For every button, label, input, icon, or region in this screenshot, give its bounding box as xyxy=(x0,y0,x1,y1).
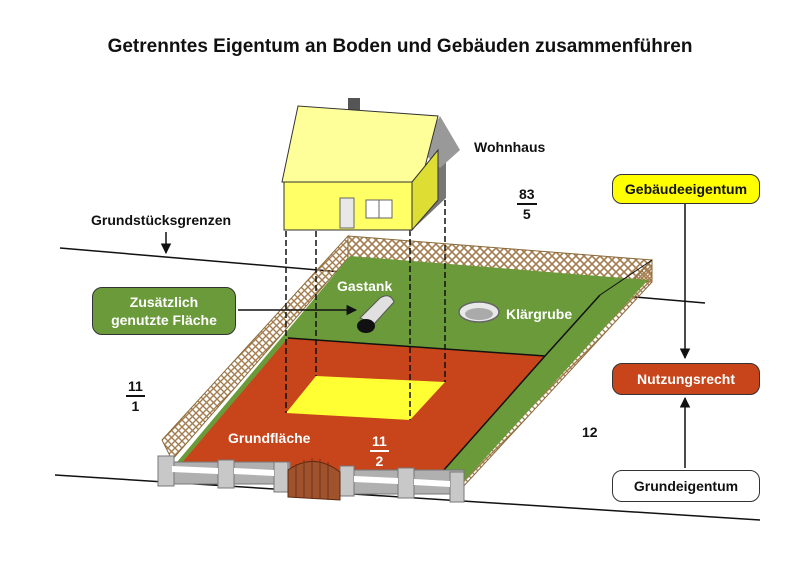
label-gastank: Gastank xyxy=(337,278,393,294)
fraction-83-5: 83 5 xyxy=(517,186,537,222)
box-nutzungsrecht: Nutzungsrecht xyxy=(612,363,760,395)
front-wall xyxy=(157,455,465,503)
fraction-11-2: 11 2 xyxy=(370,433,389,469)
box-gebaeudeeigentum: Gebäudeeigentum xyxy=(612,174,760,204)
label-wohnhaus: Wohnhaus xyxy=(474,139,546,155)
inner-line-3 xyxy=(434,355,546,481)
gastank-icon xyxy=(357,295,395,333)
label-twelve: 12 xyxy=(582,424,598,440)
klaergrube-icon xyxy=(458,301,500,323)
fraction-11-2-denominator: 2 xyxy=(375,453,384,469)
gate-slats xyxy=(295,458,329,500)
inner-line-1 xyxy=(287,337,546,357)
fraction-83-5-denominator: 5 xyxy=(522,206,531,222)
label-klaergrube: Klärgrube xyxy=(506,306,573,322)
inner-line-4 xyxy=(599,259,653,296)
label-grundstuecksgrenzen: Grundstücksgrenzen xyxy=(91,212,232,228)
fraction-11-1: 11 1 xyxy=(126,378,145,414)
box-zusaetzlich: Zusätzlich genutzte Fläche xyxy=(92,287,236,335)
page-title: Getrenntes Eigentum an Boden und Gebäude… xyxy=(107,36,693,57)
fraction-11-1-numerator: 11 xyxy=(126,378,145,397)
house-icon xyxy=(281,98,460,232)
inner-line-2 xyxy=(544,294,601,357)
fraction-11-2-numerator: 11 xyxy=(370,433,389,452)
fraction-11-1-denominator: 1 xyxy=(131,398,140,414)
fraction-83-5-numerator: 83 xyxy=(517,186,537,205)
box-zusaetzlich-line1: Zusätzlich xyxy=(129,294,199,310)
label-grundflaeche: Grundfläche xyxy=(228,430,311,446)
box-grundeigentum: Grundeigentum xyxy=(612,470,760,502)
box-zusaetzlich-line2: genutzte Fläche xyxy=(111,312,217,328)
house-footprint xyxy=(286,376,445,420)
